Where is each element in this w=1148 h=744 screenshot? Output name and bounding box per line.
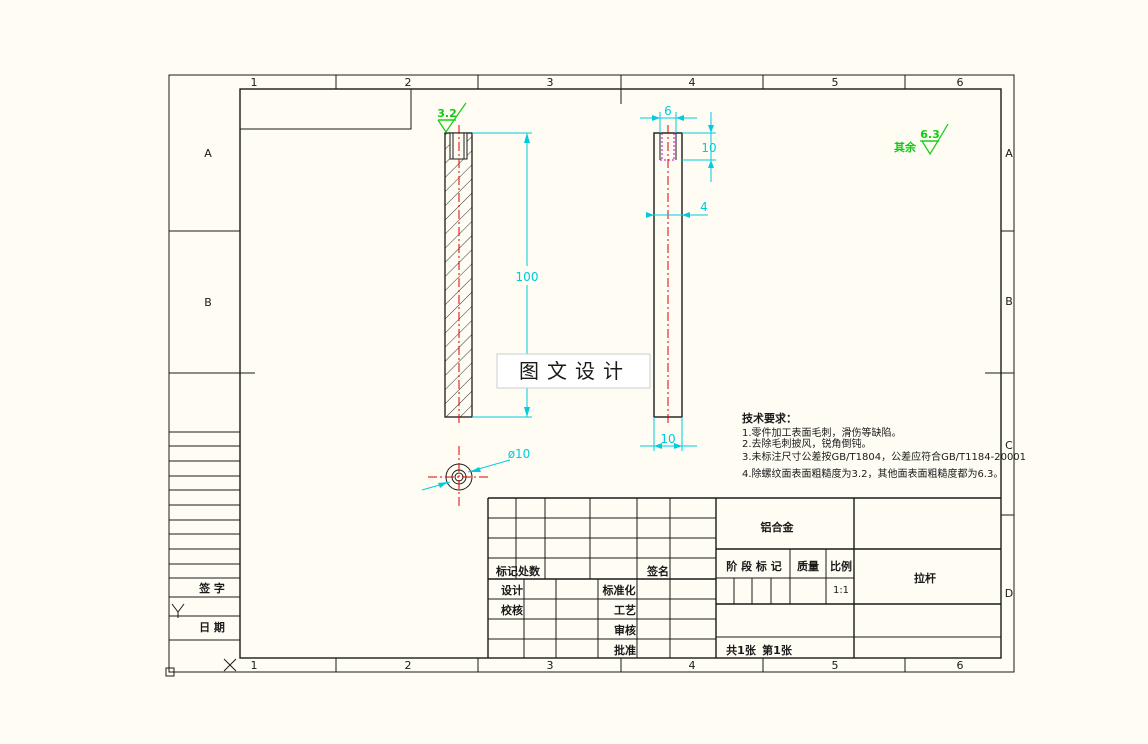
review-label: 审核 [614, 623, 636, 637]
dim-6 [640, 112, 697, 133]
weight-label: 质量 [797, 559, 819, 573]
process-label: 工艺 [614, 603, 636, 617]
section-view [444, 125, 473, 425]
dim-100-label: 100 [516, 270, 539, 284]
roughness-part-value: 3.2 [437, 107, 457, 120]
top-left-box [240, 89, 412, 130]
col-num-bottom-2: 2 [405, 659, 412, 672]
col-num-bottom-1: 1 [251, 659, 258, 672]
col-num-top-4: 4 [689, 76, 696, 89]
row-letter-right-b: B [1005, 295, 1013, 308]
row-letter-left-b: B [204, 296, 212, 309]
watermark [496, 353, 651, 389]
roughness-symbol-part [437, 102, 467, 134]
mark-label: 标记 [495, 564, 518, 578]
dim-10-width-label: 10 [660, 432, 675, 446]
design-label: 设计 [501, 583, 523, 597]
col-num-bottom-6: 6 [957, 659, 964, 672]
check-label: 校核 [501, 603, 523, 617]
row-letter-right-a: A [1005, 147, 1013, 160]
end-view [421, 446, 511, 508]
tech-req-item-1: 1.零件加工表面毛刺，滑伤等缺陷。 [742, 426, 902, 439]
dim-100 [472, 132, 532, 418]
title-block-grid [487, 497, 1001, 658]
col-num-top-3: 3 [547, 76, 554, 89]
tech-req-item-4: 4.除螺纹面表面粗糙度为3.2，其他面表面粗糙度都为6.3。 [742, 467, 1003, 480]
dim-10-height [682, 112, 716, 182]
side-view [653, 125, 683, 425]
part-name-label: 拉杆 [914, 571, 936, 585]
dim-10-height-label: 10 [701, 141, 716, 155]
left-side-strip [169, 230, 240, 641]
stage-label: 阶 段 标 记 [726, 559, 782, 573]
approve-label: 批准 [614, 643, 636, 657]
tech-req-title: 技术要求： [742, 411, 797, 425]
sheet-total: 共1张 [726, 643, 757, 657]
col-num-bottom-4: 4 [689, 659, 696, 672]
row-letter-left-a: A [204, 147, 212, 160]
col-num-bottom-5: 5 [832, 659, 839, 672]
ucs-icon [165, 603, 240, 677]
col-num-top-1: 1 [251, 76, 258, 89]
material-label: 铝合金 [761, 520, 795, 534]
roughness-other-label: 其余 [894, 140, 917, 154]
dim-4-label: 4 [700, 200, 708, 214]
watermark-text: 图文设计 [519, 359, 631, 383]
count-label: 处数 [517, 564, 541, 578]
zone-ticks [240, 75, 1014, 672]
tech-req-item-3: 3.未标注尺寸公差按GB/T1804，公差应符合GB/T1184-20001 [742, 450, 1026, 463]
side-date-label: 日 期 [199, 620, 225, 634]
dim-6-label: 6 [664, 104, 672, 118]
standardize-label: 标准化 [602, 583, 636, 597]
scale-label: 比例 [830, 559, 852, 573]
dim-10-width [640, 417, 697, 451]
roughness-symbol-other [920, 123, 949, 156]
row-letter-right-d: D [1005, 587, 1013, 600]
col-num-top-6: 6 [957, 76, 964, 89]
side-signature-label: 签 字 [198, 581, 225, 595]
col-num-top-5: 5 [832, 76, 839, 89]
tech-req-item-2: 2.去除毛刺披风，锐角倒钝。 [742, 437, 872, 450]
roughness-other-value: 6.3 [920, 128, 940, 141]
signature-label: 签名 [646, 564, 669, 578]
col-num-bottom-3: 3 [547, 659, 554, 672]
col-num-top-2: 2 [405, 76, 412, 89]
dim-4 [646, 212, 708, 218]
dim-diameter-label: ø10 [508, 447, 531, 461]
sheet-number: 第1张 [762, 643, 793, 657]
row-letter-right-c: C [1005, 439, 1013, 452]
scale-value: 1:1 [833, 585, 849, 596]
